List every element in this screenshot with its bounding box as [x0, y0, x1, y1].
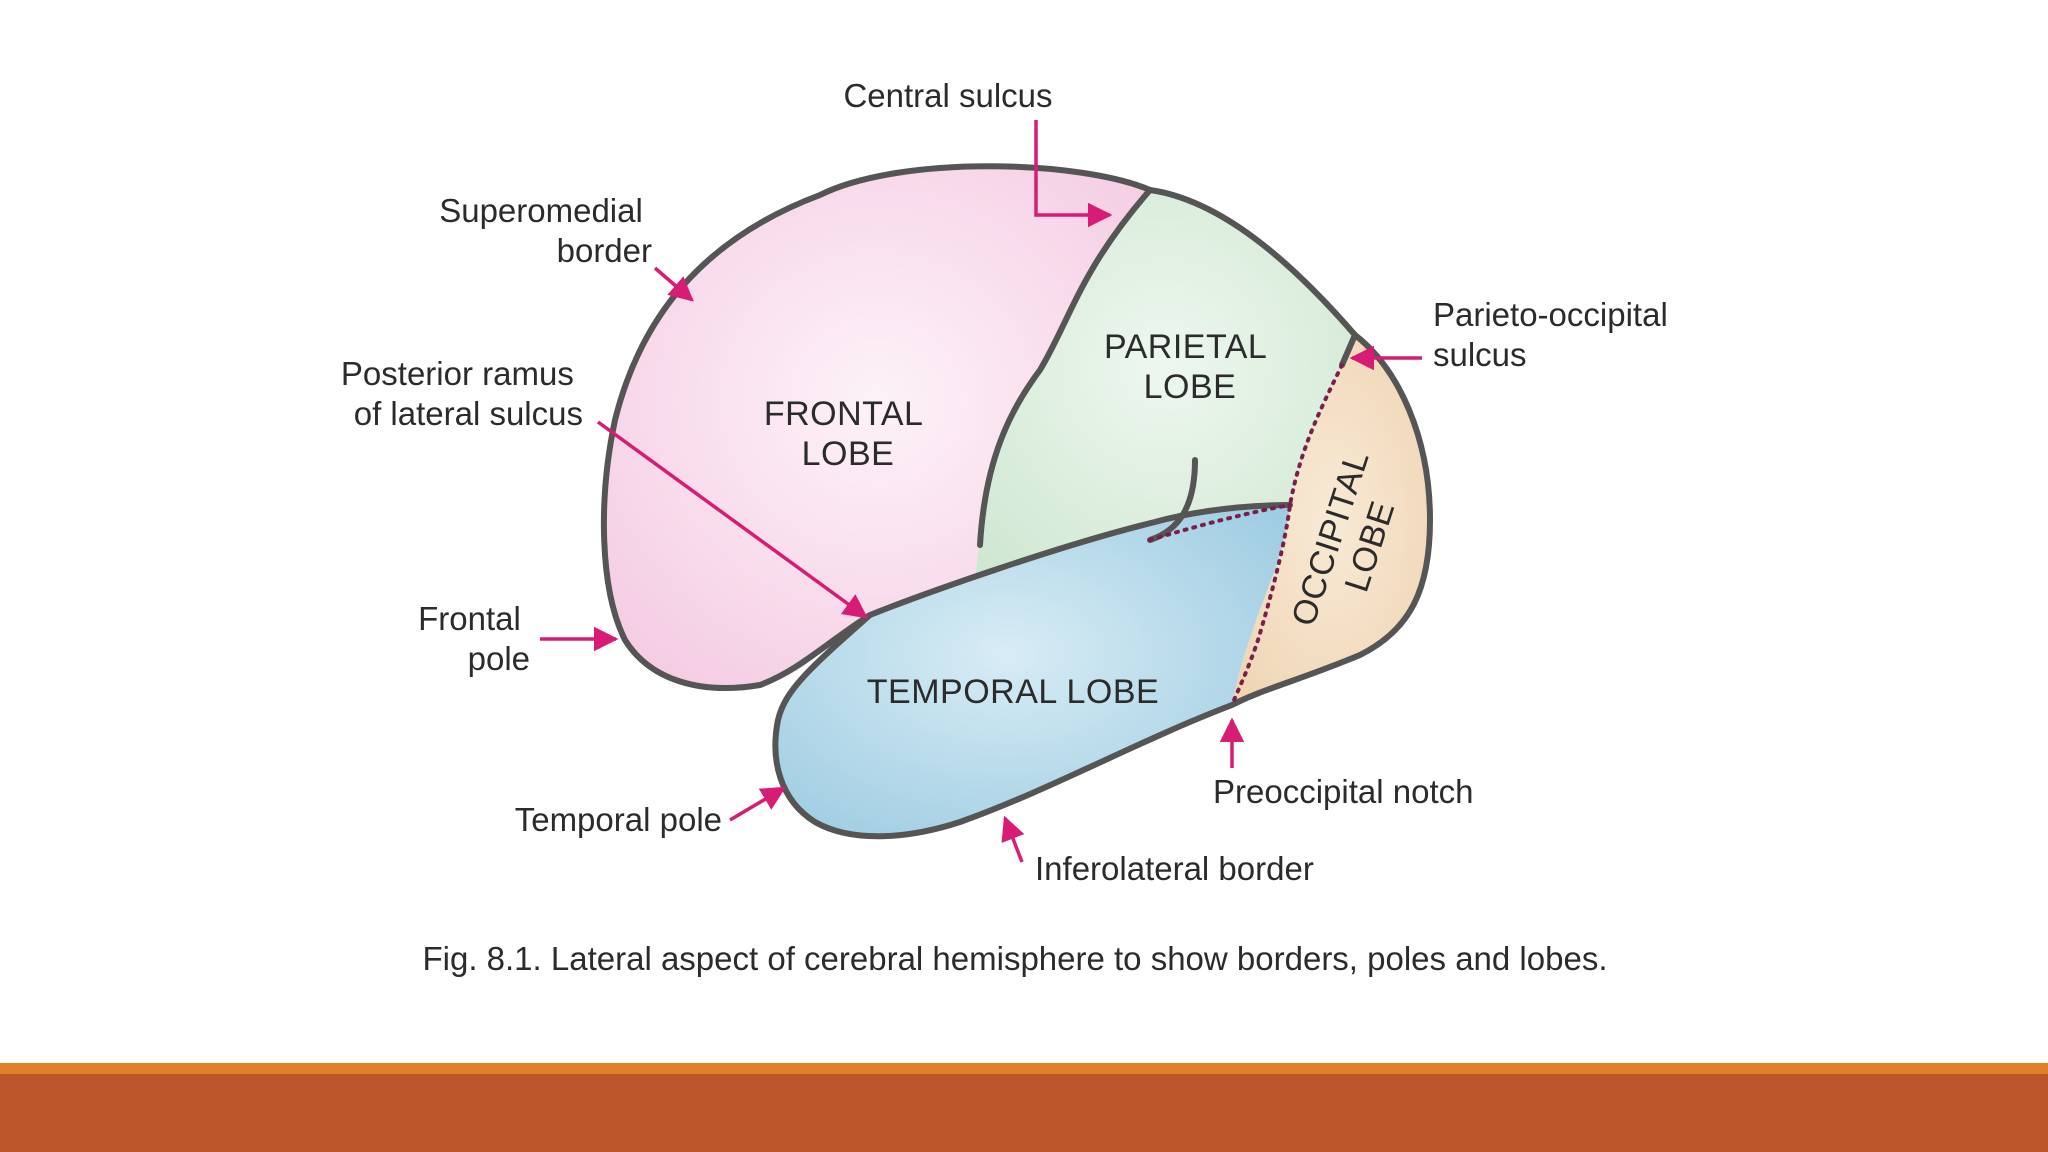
footer-bar — [0, 1074, 2048, 1152]
frontal-lobe-label: FRONTAL LOBE — [764, 395, 932, 473]
parietal-lobe-label: PARIETAL LOBE — [1104, 328, 1276, 406]
parietal-temporal-boundary-dotted — [1148, 503, 1292, 542]
central-sulcus-arrow — [1034, 120, 1113, 228]
inferolateral-border-label: Inferolateral border — [1035, 850, 1314, 887]
parietal-lobe-region — [975, 190, 1355, 580]
inferolateral-border-arrow — [1001, 815, 1025, 863]
temporal-pole-arrow — [729, 786, 787, 822]
occipital-boundary-dotted — [1230, 363, 1344, 707]
lateral-sulcus-line — [757, 502, 1293, 688]
parieto-occipital-sulcus-label: Parieto-occipital sulcus — [1433, 296, 1677, 373]
parieto-occipital-sulcus-line — [1339, 332, 1358, 368]
occipital-lobe-region — [1232, 335, 1430, 705]
temporal-pole-label: Temporal pole — [515, 801, 722, 838]
central-sulcus-label: Central sulcus — [843, 77, 1052, 114]
hemisphere-outline — [600, 163, 1433, 840]
accent-stripe — [0, 1063, 2048, 1074]
preoccipital-notch-label: Preoccipital notch — [1213, 773, 1473, 810]
frontal-pole-label: Frontal pole — [418, 600, 530, 677]
figure-caption: Fig. 8.1. Lateral aspect of cerebral hem… — [422, 940, 1607, 977]
posterior-ramus-label: Posterior ramus of lateral sulcus — [341, 355, 583, 432]
central-sulcus-line — [977, 187, 1153, 548]
superomedial-border-arrow — [653, 266, 694, 302]
posterior-ramus-arrow — [596, 420, 868, 619]
temporal-lobe-region — [775, 505, 1290, 837]
superomedial-border-label: Superomedial border — [439, 192, 652, 269]
temporal-lobe-label: TEMPORAL LOBE — [867, 673, 1159, 711]
frontal-lobe-region — [603, 166, 1150, 688]
